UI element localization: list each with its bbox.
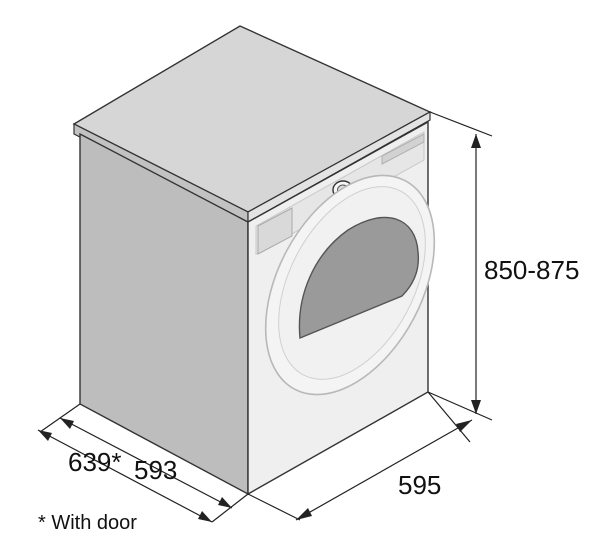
depth-with-door-arrow-front — [198, 511, 212, 522]
door-window — [298, 216, 420, 340]
width-extension-left — [247, 493, 301, 521]
width-arrow-left — [296, 508, 312, 520]
depth-with-door-arrow-back — [38, 430, 52, 441]
width-extension-right — [427, 391, 471, 443]
width-dimension-line — [295, 419, 473, 521]
height-label: 850-875 — [484, 255, 579, 285]
depth-with-door-dimension-line — [37, 429, 213, 523]
depth-extension-front — [211, 493, 249, 523]
width-label: 595 — [398, 470, 441, 500]
depth-with-door-label: 639* — [68, 447, 122, 477]
footnote: * With door — [38, 512, 137, 534]
height-extension-bottom — [427, 391, 493, 421]
height-arrow-bottom — [471, 400, 481, 414]
depth-label: 593 — [134, 455, 177, 485]
top-edge-front — [247, 110, 431, 224]
height-extension-top — [429, 111, 493, 137]
appliance — [72, 25, 436, 496]
height-arrow-top — [471, 134, 481, 148]
display-window — [257, 207, 293, 255]
depth-dimension-line — [59, 417, 233, 509]
dimension-lines — [37, 111, 493, 523]
width-arrow-right — [456, 420, 472, 432]
depth-arrow-back — [60, 418, 74, 429]
depth-arrow-front — [218, 497, 232, 508]
drawer-strip — [381, 133, 425, 165]
